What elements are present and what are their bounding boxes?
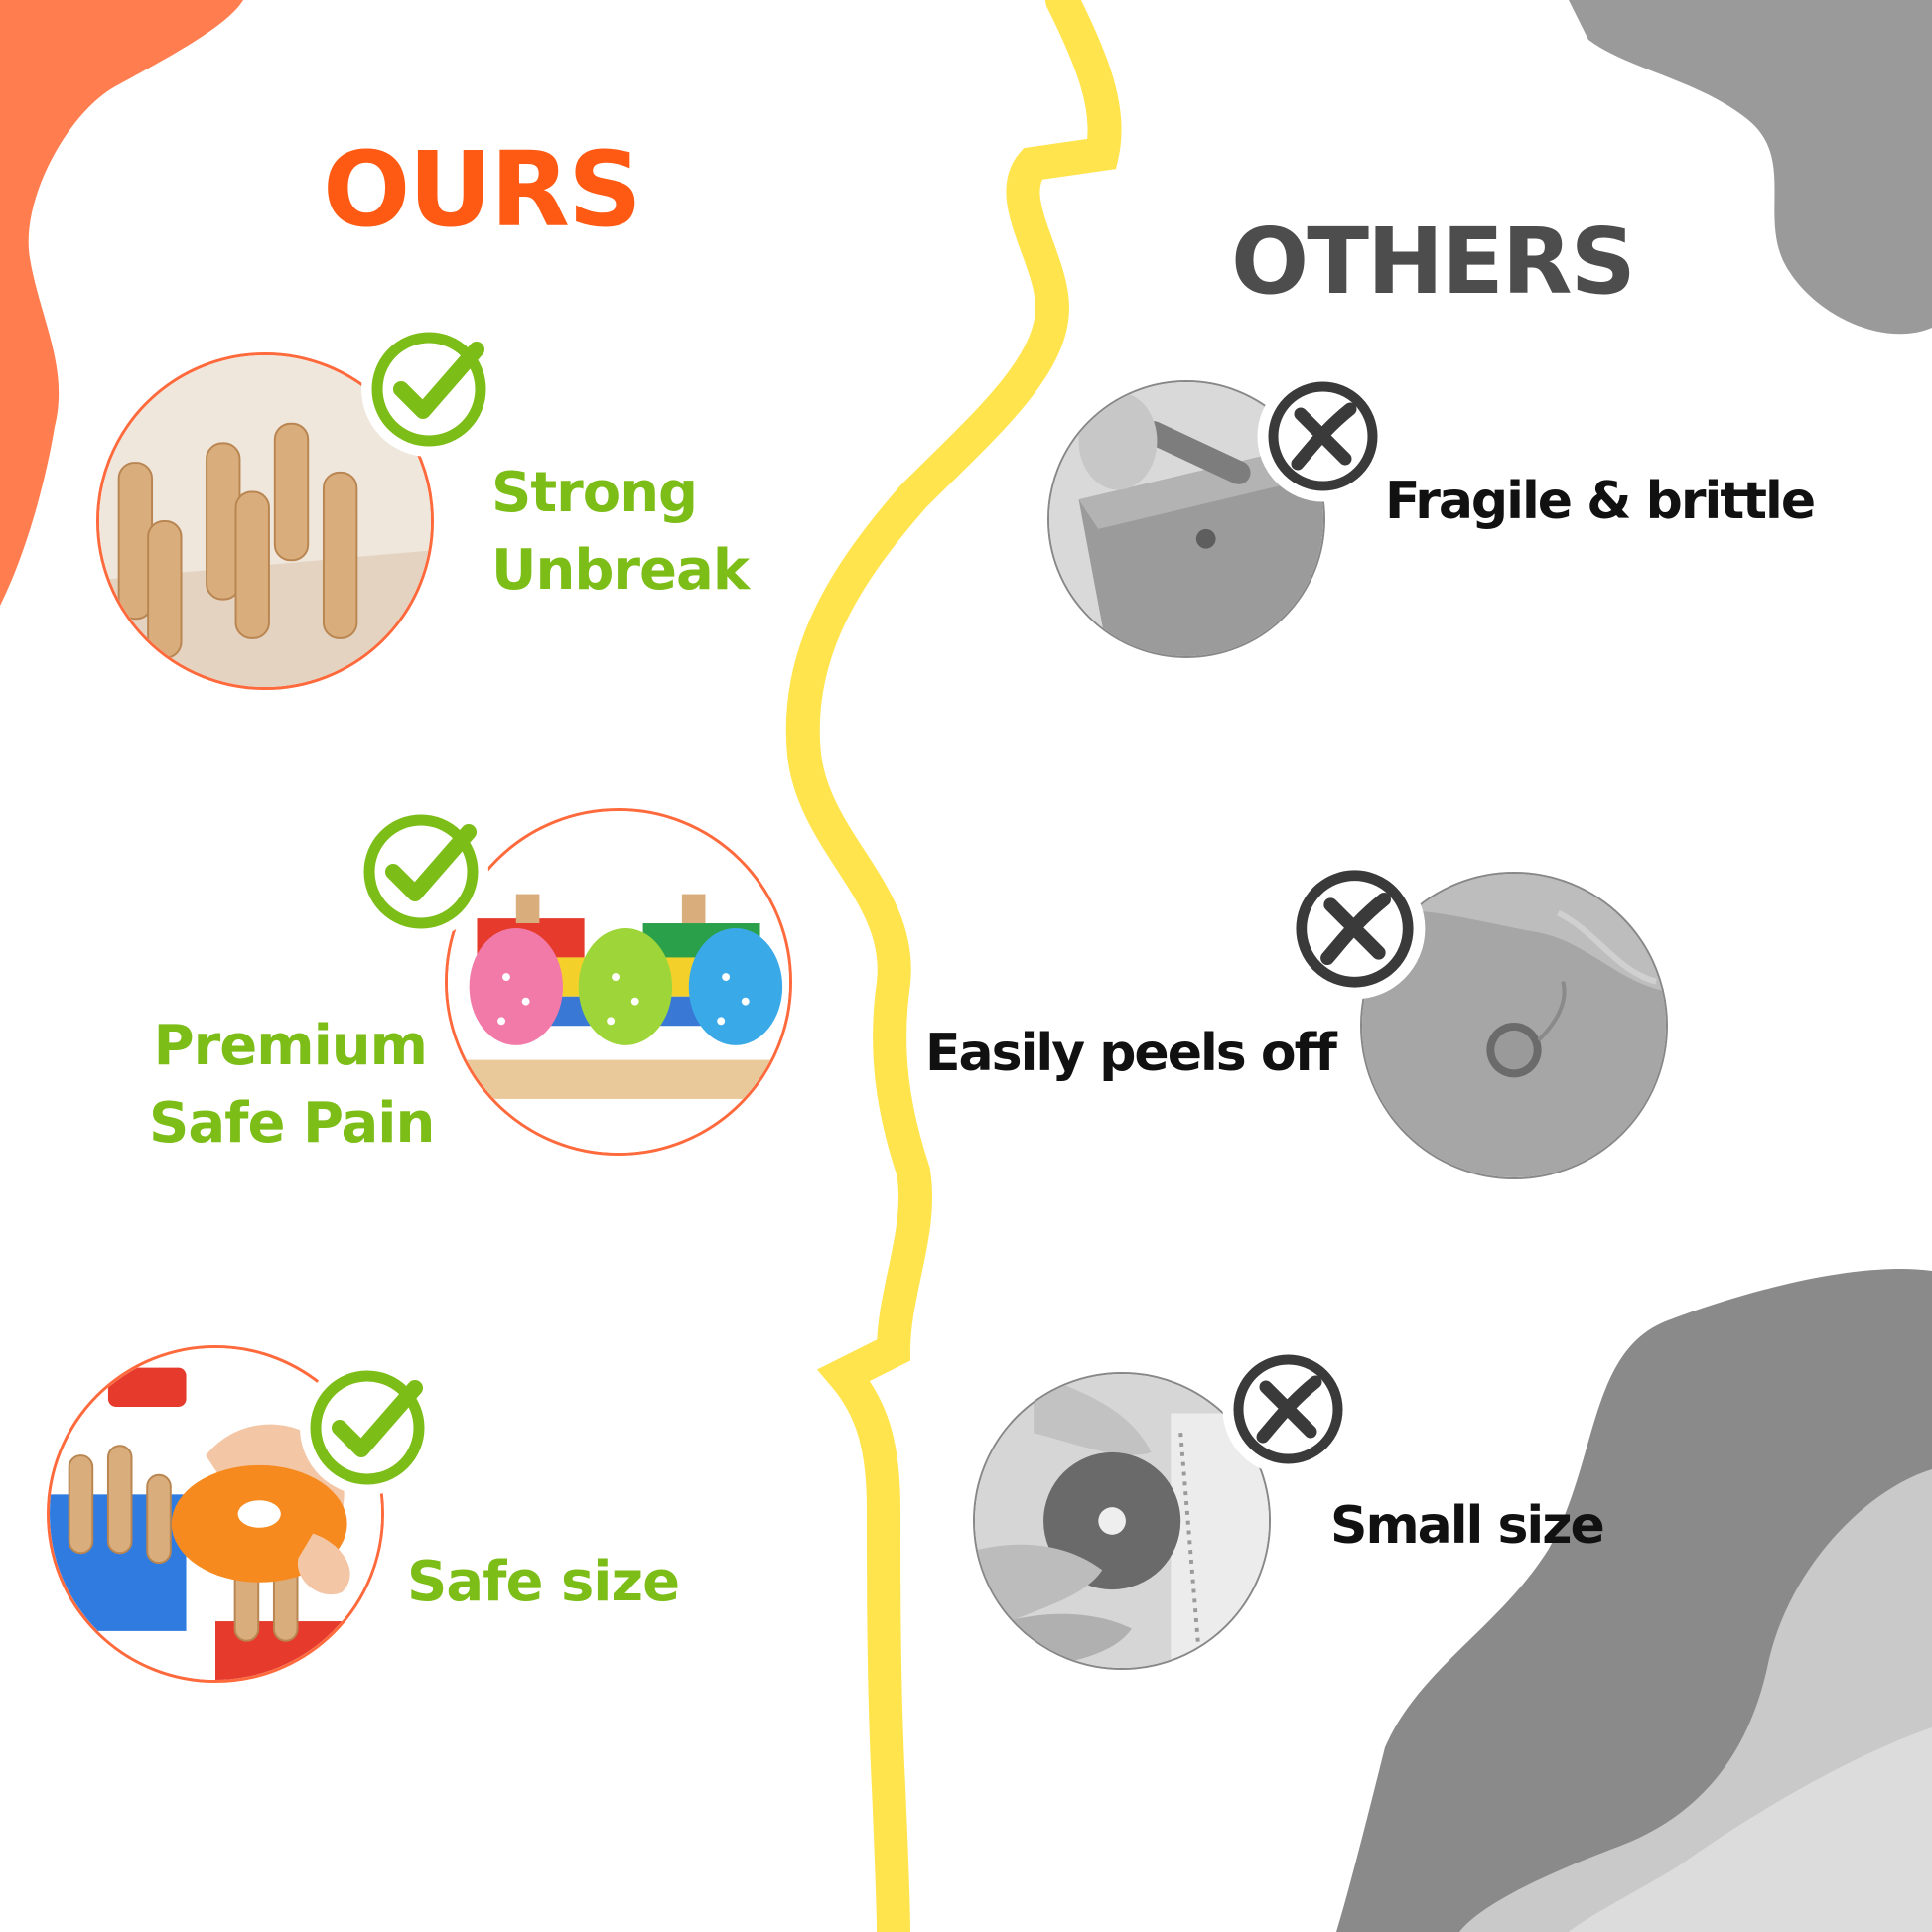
feature-label: Premium [153,1014,428,1078]
photo-small-ring [973,1372,1271,1670]
cross-icon [1221,1342,1355,1476]
photo-fish-stacker [445,808,792,1156]
feature-easily-peels-off: Easily peels off [925,1015,1337,1092]
grey-blob-top [1569,0,1932,335]
feature-label: Fragile & brittle [1385,472,1816,531]
feature-label: Unbreak [491,538,750,603]
feature-safe-size: Safe size [407,1544,680,1621]
feature-label: Safe Pain [149,1091,435,1156]
feature-strong-unbreak: Strong Unbreak [491,455,750,610]
feature-label: Small size [1330,1496,1605,1556]
feature-small-size: Small size [1330,1487,1605,1565]
check-icon [298,1358,437,1497]
feature-label: Safe size [407,1550,680,1614]
cross-icon [1256,369,1390,503]
feature-label: Easily peels off [925,1024,1337,1083]
feature-label: Strong [491,461,698,525]
photo-wooden-pegs [96,352,434,690]
others-heading: OTHERS [1231,208,1636,315]
check-icon [359,320,498,459]
yellow-divider [785,0,1122,1932]
ours-heading: OURS [323,129,642,250]
feature-premium-safe-paint: Premium Safe Pain [149,1008,435,1163]
grey-blob-bottom-front [1569,1727,1932,1932]
cross-icon [1283,857,1427,1001]
orange-blob [0,0,243,606]
check-icon [351,802,490,941]
feature-fragile-brittle: Fragile & brittle [1385,463,1816,540]
